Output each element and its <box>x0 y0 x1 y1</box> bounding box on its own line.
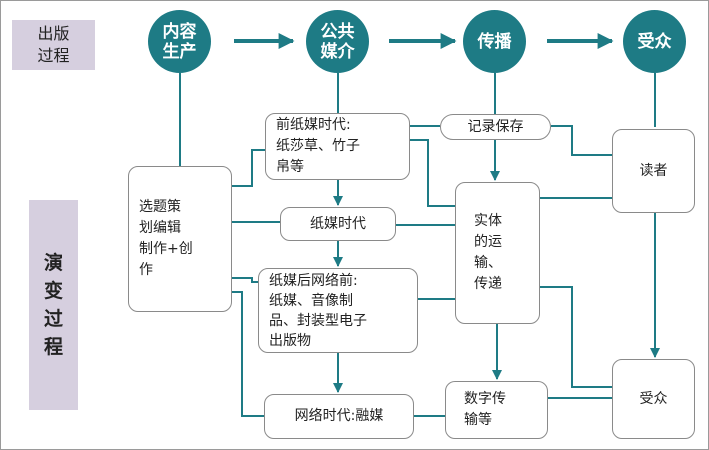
link-topic-post <box>232 277 258 283</box>
link-physical-audience <box>540 286 612 388</box>
stage-audience-label: 受众 <box>637 31 672 52</box>
network-era-box: 网络时代:融媒 <box>264 394 414 439</box>
stage-dissemination: 传播 <box>463 10 526 73</box>
stage-public-media-label: 公共 媒介 <box>320 21 355 62</box>
pre-paper-era-text: 前纸媒时代: 纸莎草、竹子 帛等 <box>276 117 360 175</box>
audience-box: 受众 <box>612 359 695 439</box>
stage-content-production: 内容 生产 <box>148 10 211 73</box>
publishing-process-label: 出版 过程 <box>12 20 95 70</box>
evolution-process-label: 演 变 过 程 <box>29 200 78 410</box>
link-topic-pre <box>232 149 265 187</box>
physical-transport-text: 实体 的运 输、 传递 <box>474 213 502 292</box>
link-pre-physical <box>410 139 455 207</box>
reader-text: 读者 <box>639 162 668 179</box>
pre-paper-era-box: 前纸媒时代: 纸莎草、竹子 帛等 <box>265 113 410 180</box>
link-topic-network <box>232 291 264 417</box>
digital-transmission-text: 数字传 输等 <box>464 391 506 428</box>
topic-selection-text: 选题策 划编辑 制作+创 作 <box>139 199 193 278</box>
network-era-text: 网络时代:融媒 <box>294 408 384 424</box>
reader-box: 读者 <box>612 129 695 213</box>
record-keeping-text: 记录保存 <box>467 118 524 135</box>
link-record-reader <box>551 125 612 156</box>
record-keeping-box: 记录保存 <box>440 114 551 140</box>
digital-transmission-box: 数字传 输等 <box>445 381 548 439</box>
publishing-process-text: 出版 过程 <box>37 24 70 65</box>
stage-content-production-label: 内容 生产 <box>162 21 197 62</box>
topic-selection-box: 选题策 划编辑 制作+创 作 <box>128 166 232 312</box>
evolution-process-text: 演 变 过 程 <box>43 252 63 358</box>
post-paper-era-text: 纸媒后网络前: 纸媒、音像制 品、封装型电子 出版物 <box>269 272 367 349</box>
stage-public-media: 公共 媒介 <box>306 10 369 73</box>
stage-dissemination-label: 传播 <box>477 31 512 52</box>
post-paper-era-box: 纸媒后网络前: 纸媒、音像制 品、封装型电子 出版物 <box>258 268 418 353</box>
paper-era-text: 纸媒时代 <box>310 215 366 232</box>
paper-era-box: 纸媒时代 <box>280 207 396 241</box>
physical-transport-box: 实体 的运 输、 传递 <box>455 182 540 324</box>
stage-audience: 受众 <box>623 10 686 73</box>
audience-text: 受众 <box>639 390 668 407</box>
